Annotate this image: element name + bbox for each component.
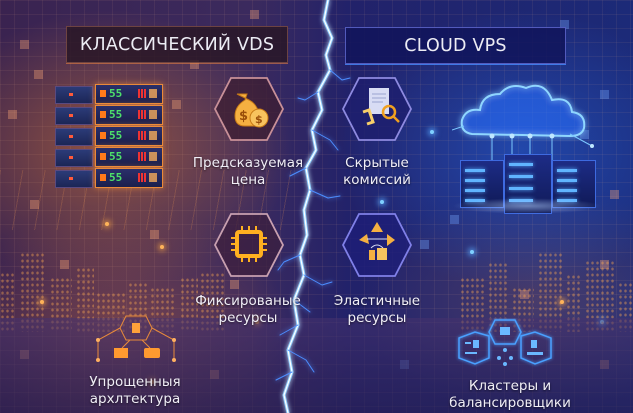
cpu-chip-icon bbox=[231, 226, 267, 262]
cloud-vps-title: CLOUD VPS bbox=[345, 27, 566, 64]
document-search-icon bbox=[362, 88, 400, 126]
classic-vds-title: КЛАССИЧЕСКИЙ VDS bbox=[66, 26, 288, 63]
server-rack-illustration: 55 55 55 55 55 bbox=[55, 84, 165, 194]
elastic-resources-icon bbox=[359, 222, 395, 260]
money-bag-icon: $ $ bbox=[234, 93, 269, 128]
svg-text:$: $ bbox=[255, 113, 263, 126]
lightning-bolt-icon bbox=[275, 0, 351, 413]
svg-text:$: $ bbox=[239, 109, 248, 124]
cloud-icon bbox=[452, 84, 594, 162]
cluster-balancer-icon bbox=[458, 319, 552, 366]
cloud-server-illustration bbox=[452, 74, 602, 214]
simple-architecture-icon bbox=[96, 315, 176, 362]
